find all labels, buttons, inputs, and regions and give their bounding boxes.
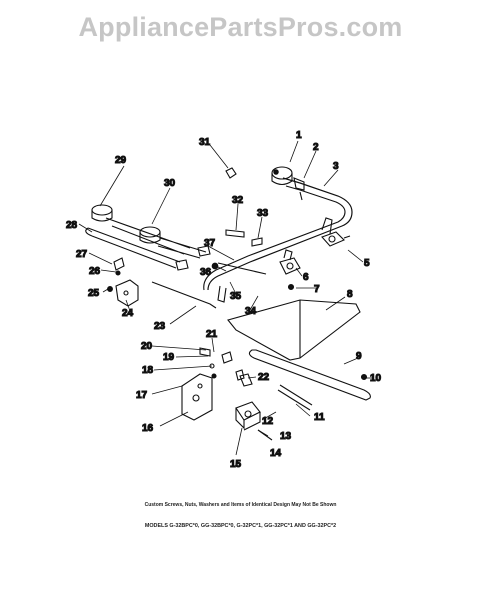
- regulator: [271, 166, 293, 186]
- callout-16: 16: [142, 423, 154, 434]
- callout-30: 30: [164, 178, 176, 189]
- callout-7: 7: [314, 284, 320, 295]
- callout-31: 31: [199, 137, 211, 148]
- watermark: AppliancePartsPros.com: [78, 12, 403, 42]
- callout-9: 9: [356, 351, 362, 362]
- callout-2: 2: [313, 142, 319, 153]
- valve-bracket: [181, 373, 213, 421]
- top-burner-left: [91, 204, 113, 222]
- callout-24: 24: [122, 308, 134, 319]
- callout-5: 5: [364, 258, 370, 269]
- manifold-pipe: [207, 177, 353, 291]
- callout-14: 14: [270, 448, 282, 459]
- top-burner-right: [139, 226, 161, 244]
- fitting: [293, 177, 305, 191]
- footnote: Custom Screws, Nuts, Washers and Items o…: [144, 502, 337, 508]
- callout-22: 22: [258, 372, 270, 383]
- callout-21: 21: [206, 329, 218, 340]
- callout-34: 34: [245, 306, 257, 317]
- callout-37: 37: [204, 238, 216, 249]
- callout-36: 36: [200, 267, 212, 278]
- callout-19: 19: [163, 352, 175, 363]
- models-line: MODELS G-32BPC*0, GG-32BPC*0, G-32PC*1, …: [144, 523, 337, 529]
- callout-29: 29: [115, 155, 127, 166]
- callout-28: 28: [66, 220, 78, 231]
- callout-25: 25: [88, 288, 100, 299]
- burner-valve-right: [321, 217, 351, 247]
- callout-8: 8: [347, 289, 353, 300]
- callout-10: 10: [370, 373, 382, 384]
- callout-3: 3: [333, 161, 339, 172]
- callout-26: 26: [89, 266, 101, 277]
- burner-baffle: [227, 299, 361, 361]
- bracket: [115, 279, 139, 307]
- callout-13: 13: [280, 431, 292, 442]
- callout-17: 17: [136, 390, 148, 401]
- callout-32: 32: [232, 195, 244, 206]
- callout-35: 35: [230, 291, 242, 302]
- callout-27: 27: [76, 249, 88, 260]
- callout-33: 33: [257, 208, 269, 219]
- callout-23: 23: [154, 321, 166, 332]
- callout-11: 11: [314, 412, 325, 423]
- callout-12: 12: [262, 416, 274, 427]
- callout-18: 18: [142, 365, 154, 376]
- callout-15: 15: [230, 459, 242, 470]
- callout-1: 1: [296, 130, 302, 141]
- burner-tubes: [87, 217, 207, 269]
- burner-valve-center: [279, 249, 301, 275]
- oven-burner: [248, 349, 371, 401]
- callout-20: 20: [141, 341, 153, 352]
- callout-6: 6: [303, 272, 309, 283]
